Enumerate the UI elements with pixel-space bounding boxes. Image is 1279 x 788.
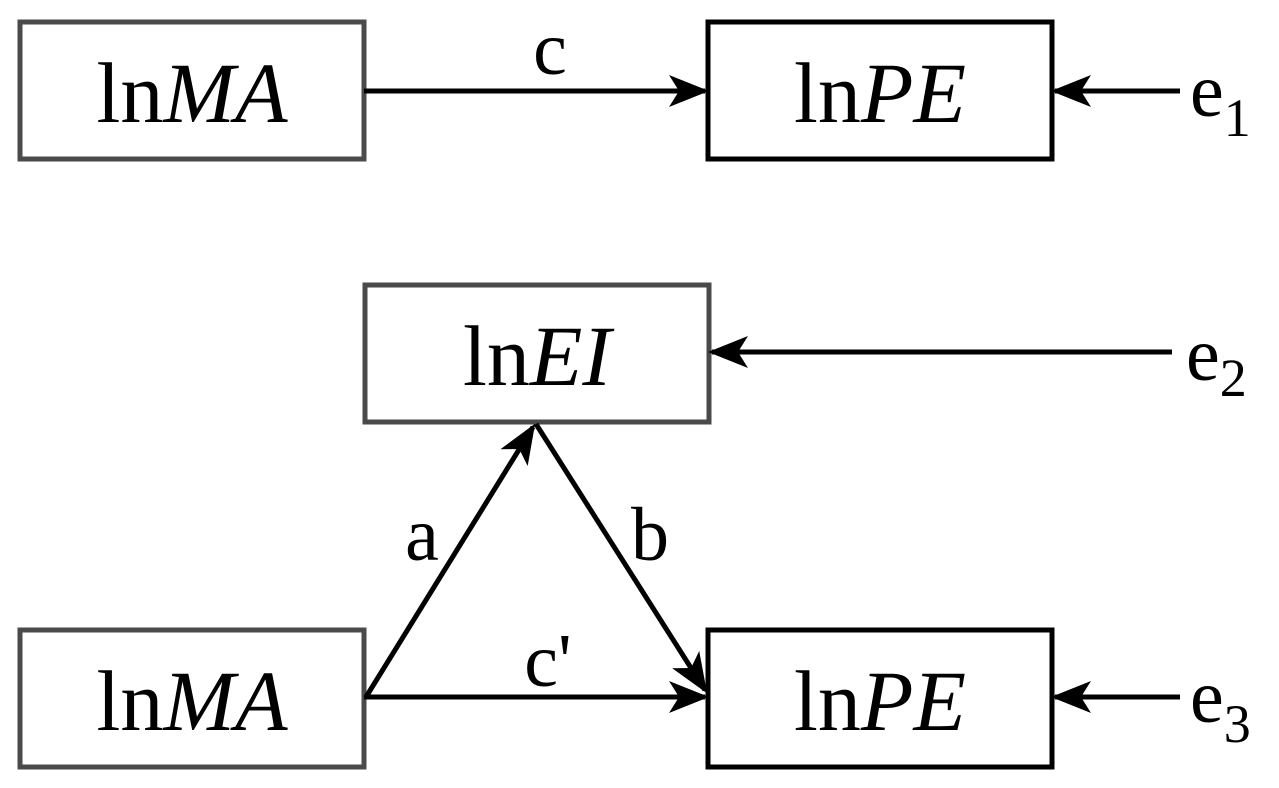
total-target-box <box>705 19 1055 162</box>
path-b-arrow <box>533 422 708 694</box>
total-source-box <box>17 19 367 162</box>
total-target-label: lnPE <box>794 45 966 141</box>
mediation-source-label: lnMA <box>96 653 288 749</box>
e1-label: e1 <box>1190 49 1251 148</box>
path-a-arrow <box>363 423 536 699</box>
path-c-label: c <box>533 7 567 91</box>
e3-label: e3 <box>1190 655 1251 754</box>
e2-label: e2 <box>1186 313 1247 408</box>
path-b-label: b <box>631 493 669 577</box>
total-effect-model: lnMA lnPE c e1 <box>17 7 1251 162</box>
total-source-label: lnMA <box>96 45 288 141</box>
mediation-model: lnEI lnMA lnPE a b c' e2 e3 <box>17 282 1251 770</box>
path-c-prime-label: c' <box>524 619 571 703</box>
mediation-source-box <box>17 627 367 770</box>
mediator-box <box>362 282 712 425</box>
mediator-label: lnEI <box>463 308 614 404</box>
path-a-label: a <box>405 493 439 577</box>
mediation-target-label: lnPE <box>794 653 966 749</box>
